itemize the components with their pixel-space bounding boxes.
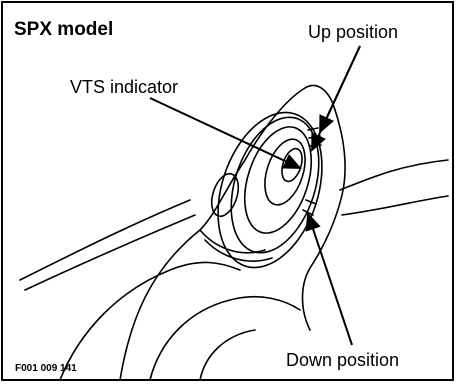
down-position-label: Down position — [286, 350, 400, 370]
engine-lower-fold-2 — [199, 329, 256, 381]
figure-code: F001 009 141 — [15, 363, 77, 374]
figure-frame — [1, 1, 454, 381]
vts-indicator-label: VTS indicator — [70, 77, 179, 97]
hose-line — [19, 199, 191, 281]
engine-lower-body — [59, 261, 241, 381]
figure-title: SPX model — [14, 19, 114, 40]
hose-line-2 — [24, 214, 196, 291]
up-position-label: Up position — [308, 22, 399, 42]
up-position-arrow-2 — [319, 45, 361, 134]
sight-glass — [264, 138, 306, 206]
engine-lower-fold — [149, 296, 301, 381]
engine-back-curve — [339, 159, 449, 191]
engine-body-outline — [119, 84, 336, 381]
engine-back-curve-2 — [341, 195, 449, 216]
down-position-arrow — [305, 212, 353, 346]
sight-housing-inner — [243, 126, 313, 234]
mounting-boss — [210, 172, 240, 218]
sight-housing-ring — [230, 116, 320, 254]
vts-indicator-arrow — [149, 97, 302, 169]
boss-groove-2 — [204, 239, 273, 262]
boss-groove — [199, 229, 266, 254]
engine-body-right-edge — [301, 109, 346, 331]
